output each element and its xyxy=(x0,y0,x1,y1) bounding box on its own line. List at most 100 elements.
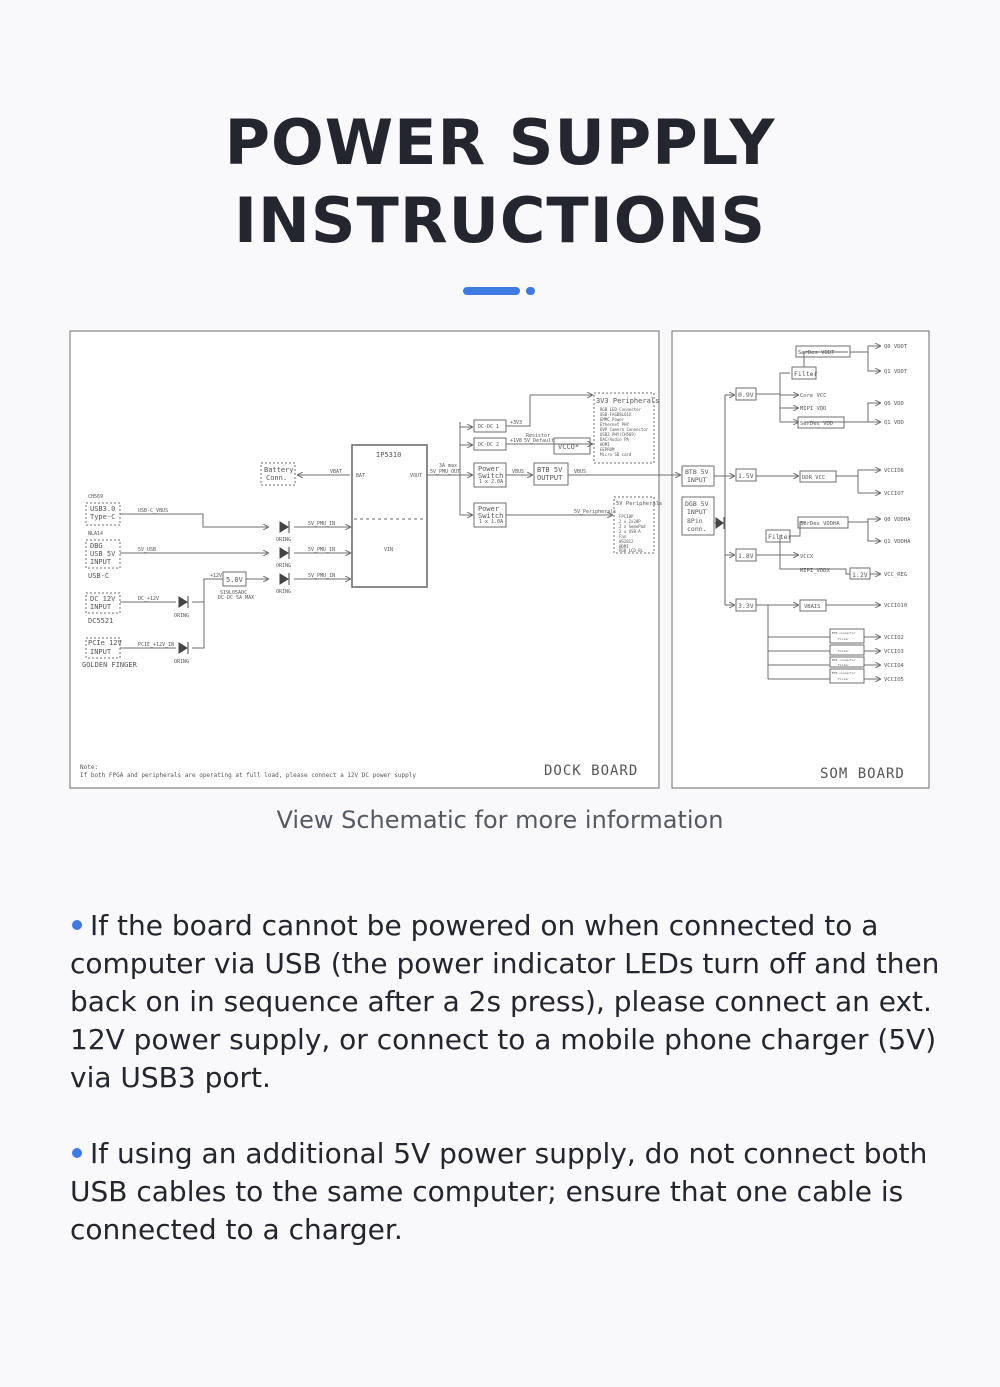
dc12v-input-box xyxy=(85,592,121,614)
ddr-vcc-label: DDR VCC xyxy=(802,475,825,481)
dc12v-label-2: INPUT xyxy=(90,603,112,611)
periph-3v3-item: RGB LED Connector xyxy=(600,407,642,412)
usb-5v-net: 5V_USB xyxy=(138,547,156,553)
buck-5v-label: 5.0V xyxy=(226,576,244,584)
serdes-vddt-label: SerDes VDDT xyxy=(798,350,835,356)
switch-2-label-1: Power xyxy=(478,505,499,513)
filter-label-2: Filter xyxy=(768,533,792,541)
dbg-chip-label: NLA14 xyxy=(88,531,103,537)
small-filter-label: Filter xyxy=(838,677,849,681)
pmu-max-note: 3A max xyxy=(439,463,457,469)
dc12v-label-1: DC 12V xyxy=(90,595,116,603)
btb-filter-box-1 xyxy=(829,628,865,644)
note-text: If the board cannot be powered on when c… xyxy=(70,909,940,1094)
resistor-net: 5V_Default xyxy=(524,438,554,444)
oring-label-2: ORING xyxy=(276,563,291,569)
periph-5v-item: RGB LCD-BL xyxy=(619,548,644,553)
periph-5v-item: Fan xyxy=(619,534,627,539)
dgb-input-label-4: conn. xyxy=(687,525,707,533)
schematic-caption[interactable]: View Schematic for more information xyxy=(276,806,724,834)
power-notes: If the board cannot be powered on when c… xyxy=(70,907,970,1287)
serdes-vddha-label: SerDes VDDHA xyxy=(800,521,840,527)
pcie-label-1: PCIe 12V xyxy=(88,639,123,647)
periph-3v3-item: HDMI xyxy=(600,442,610,447)
switch-1-label-2: Switch xyxy=(478,472,503,480)
periph-3v3-item: Ethernet PHY xyxy=(600,422,629,427)
pcie-connector-label: GOLDEN FINGER xyxy=(82,661,138,669)
filter-label-1: Filter xyxy=(794,370,818,378)
page-title: POWER SUPPLY INSTRUCTIONS xyxy=(0,104,1000,260)
periph-5v-item: 2 x 2x20P xyxy=(619,519,641,524)
btb-filter-box-3 xyxy=(829,656,865,668)
output-q1-vddt: Q1 VDDT xyxy=(884,369,908,375)
btb-output-label-2: OUTPUT xyxy=(537,474,563,482)
oring-label-3: ORING xyxy=(276,589,291,595)
periph-3v3-item: DVP Camera Connector xyxy=(600,427,649,432)
oring-label-4: ORING xyxy=(174,613,189,619)
btb-connector-label: BTB connector xyxy=(832,671,856,675)
buck-part-label: S19L05ADC xyxy=(220,590,247,596)
battery-label-1: Battery xyxy=(264,466,294,474)
mipi-vddx-label: MIPI_VDDX xyxy=(800,568,830,574)
power-schematic[interactable]: CH569 NLA14 USB-C_VBUS 5V_USB DC_+12V PC… xyxy=(68,329,932,791)
dgb-input-label-1: DGB 5V xyxy=(685,500,709,508)
periph-3v3-item: USB-FAGD8L61X xyxy=(600,412,632,417)
small-filter-label: Filter xyxy=(838,649,849,653)
note-text: If both FPGA and peripherals are operati… xyxy=(80,772,416,779)
output-q1-vddha: Q1 VDDHA xyxy=(884,539,911,545)
switch-2-rating: 1 x 1.0A xyxy=(479,519,503,525)
periph-5v-item: WS2812 xyxy=(619,539,634,544)
vcco-box xyxy=(553,437,591,455)
btb-input-label-2: INPUT xyxy=(687,476,707,484)
btb-output-label-1: BTB 5V xyxy=(537,466,563,474)
dock-board-label: DOCK BOARD xyxy=(544,763,638,779)
title-accent-bar xyxy=(463,287,520,295)
peripherals-3v3-box xyxy=(593,392,655,464)
output-q0-vddha: Q0 VDDHA xyxy=(884,517,911,523)
peripherals-5v-box xyxy=(613,496,655,554)
periph-3v3-item: DAC/Audio PA xyxy=(600,437,629,442)
pmu-in-net-2: 5V_PMU_IN xyxy=(308,547,335,553)
som-board-label: SOM BOARD xyxy=(820,766,905,782)
buck-5v-box xyxy=(222,571,247,587)
rail-1v8-label: 1.8V xyxy=(738,552,754,560)
output-q0-vddt: Q0 VDDT xyxy=(884,344,908,350)
btb-out-net: VBUS xyxy=(574,469,586,475)
dc12v-connector-label: DC5521 xyxy=(88,617,113,625)
dbg-label-1: DBG xyxy=(90,542,103,550)
pcie-label-2: INPUT xyxy=(90,648,112,656)
ip5310-pmic xyxy=(351,444,428,588)
periph-3v3-item: EMMC Power xyxy=(600,417,625,422)
dcdc-2-net: +1V8 xyxy=(510,438,522,444)
pmu-in-net-3: 5V_PMU_IN xyxy=(308,573,335,579)
btb-connector-label: BTB connector xyxy=(832,658,856,662)
battery-conn-box xyxy=(260,462,296,486)
dc-12v-net: DC_+12V xyxy=(138,596,159,602)
rail-0v9-label: 0.9V xyxy=(738,391,754,399)
ip5310-label: IP5310 xyxy=(376,451,401,459)
dbg-label-2: USB 5V xyxy=(90,550,116,558)
dgb-5v-input-box xyxy=(681,496,715,536)
som-board-frame xyxy=(671,330,930,789)
rail-1v5-box xyxy=(735,468,757,482)
small-filter-label: Filter xyxy=(838,663,849,667)
vbais-label: VBAIS xyxy=(804,604,821,610)
periph-3v3-item: Micro SD card xyxy=(600,452,632,457)
dcdc-2-label: DC-DC 2 xyxy=(478,442,499,448)
bullet-icon xyxy=(72,1147,82,1158)
periph-5v-net: 5V_Peripherals xyxy=(574,509,616,515)
vccx-label: VCCX xyxy=(800,554,814,560)
core-vcc-label: Core VCC xyxy=(800,393,827,399)
btb-connector-label: BTB connector xyxy=(832,631,856,635)
btb-filter-box-2 xyxy=(829,644,865,656)
vcco-label: VCCO* xyxy=(558,443,579,451)
btb-output-box xyxy=(533,462,569,486)
oring-label-1: ORING xyxy=(276,537,291,543)
dbg-connector-label: USB-C xyxy=(88,572,109,580)
usb-c-vbus-net: USB-C_VBUS xyxy=(138,508,168,514)
output-vccio2: VCCIO2 xyxy=(884,635,904,641)
btb-filter-box-4 xyxy=(829,668,865,684)
switch-1-label-1: Power xyxy=(478,465,499,473)
output-q0-vdd: Q0 VDD xyxy=(884,401,904,407)
periph-5v-item: 2 x SemePad xyxy=(619,524,646,529)
